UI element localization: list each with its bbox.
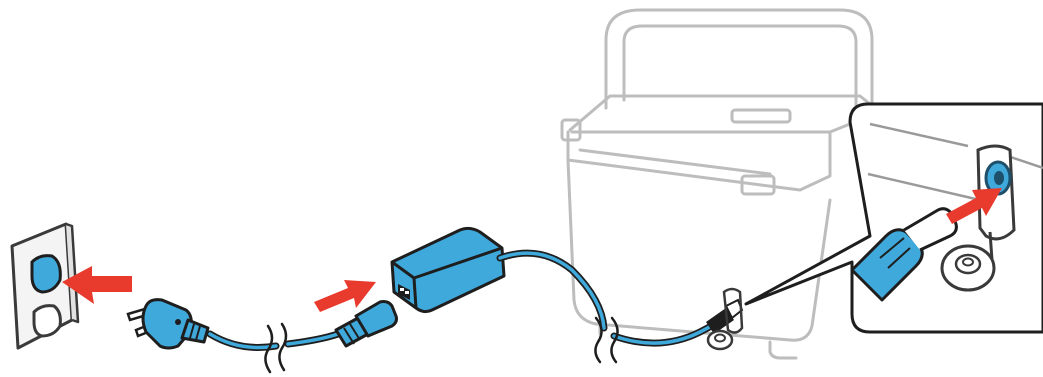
wall-outlet bbox=[10, 222, 80, 350]
power-cord-plug bbox=[126, 298, 210, 350]
dc-connector bbox=[706, 287, 744, 351]
printer bbox=[560, 8, 882, 360]
cord-break-mark bbox=[264, 324, 274, 374]
plug-into-outlet-arrow bbox=[62, 266, 132, 304]
printer-lid bbox=[568, 94, 882, 132]
adapter-body bbox=[390, 226, 506, 314]
connector-into-port-arrow bbox=[946, 188, 1002, 224]
ac-adapter bbox=[390, 226, 506, 314]
power-cord bbox=[206, 322, 342, 374]
appliance-coupler bbox=[334, 300, 398, 348]
cord-into-adapter-arrow bbox=[314, 280, 376, 312]
outlet-socket-lower bbox=[32, 304, 62, 338]
dc-in-port-callout bbox=[744, 102, 1043, 334]
printer-body bbox=[566, 158, 832, 342]
cable-break-mark bbox=[594, 316, 603, 364]
plug-body bbox=[141, 298, 193, 350]
printer-handle bbox=[604, 8, 874, 142]
outlet-socket-upper bbox=[30, 254, 62, 294]
adapter-cable bbox=[496, 249, 730, 364]
